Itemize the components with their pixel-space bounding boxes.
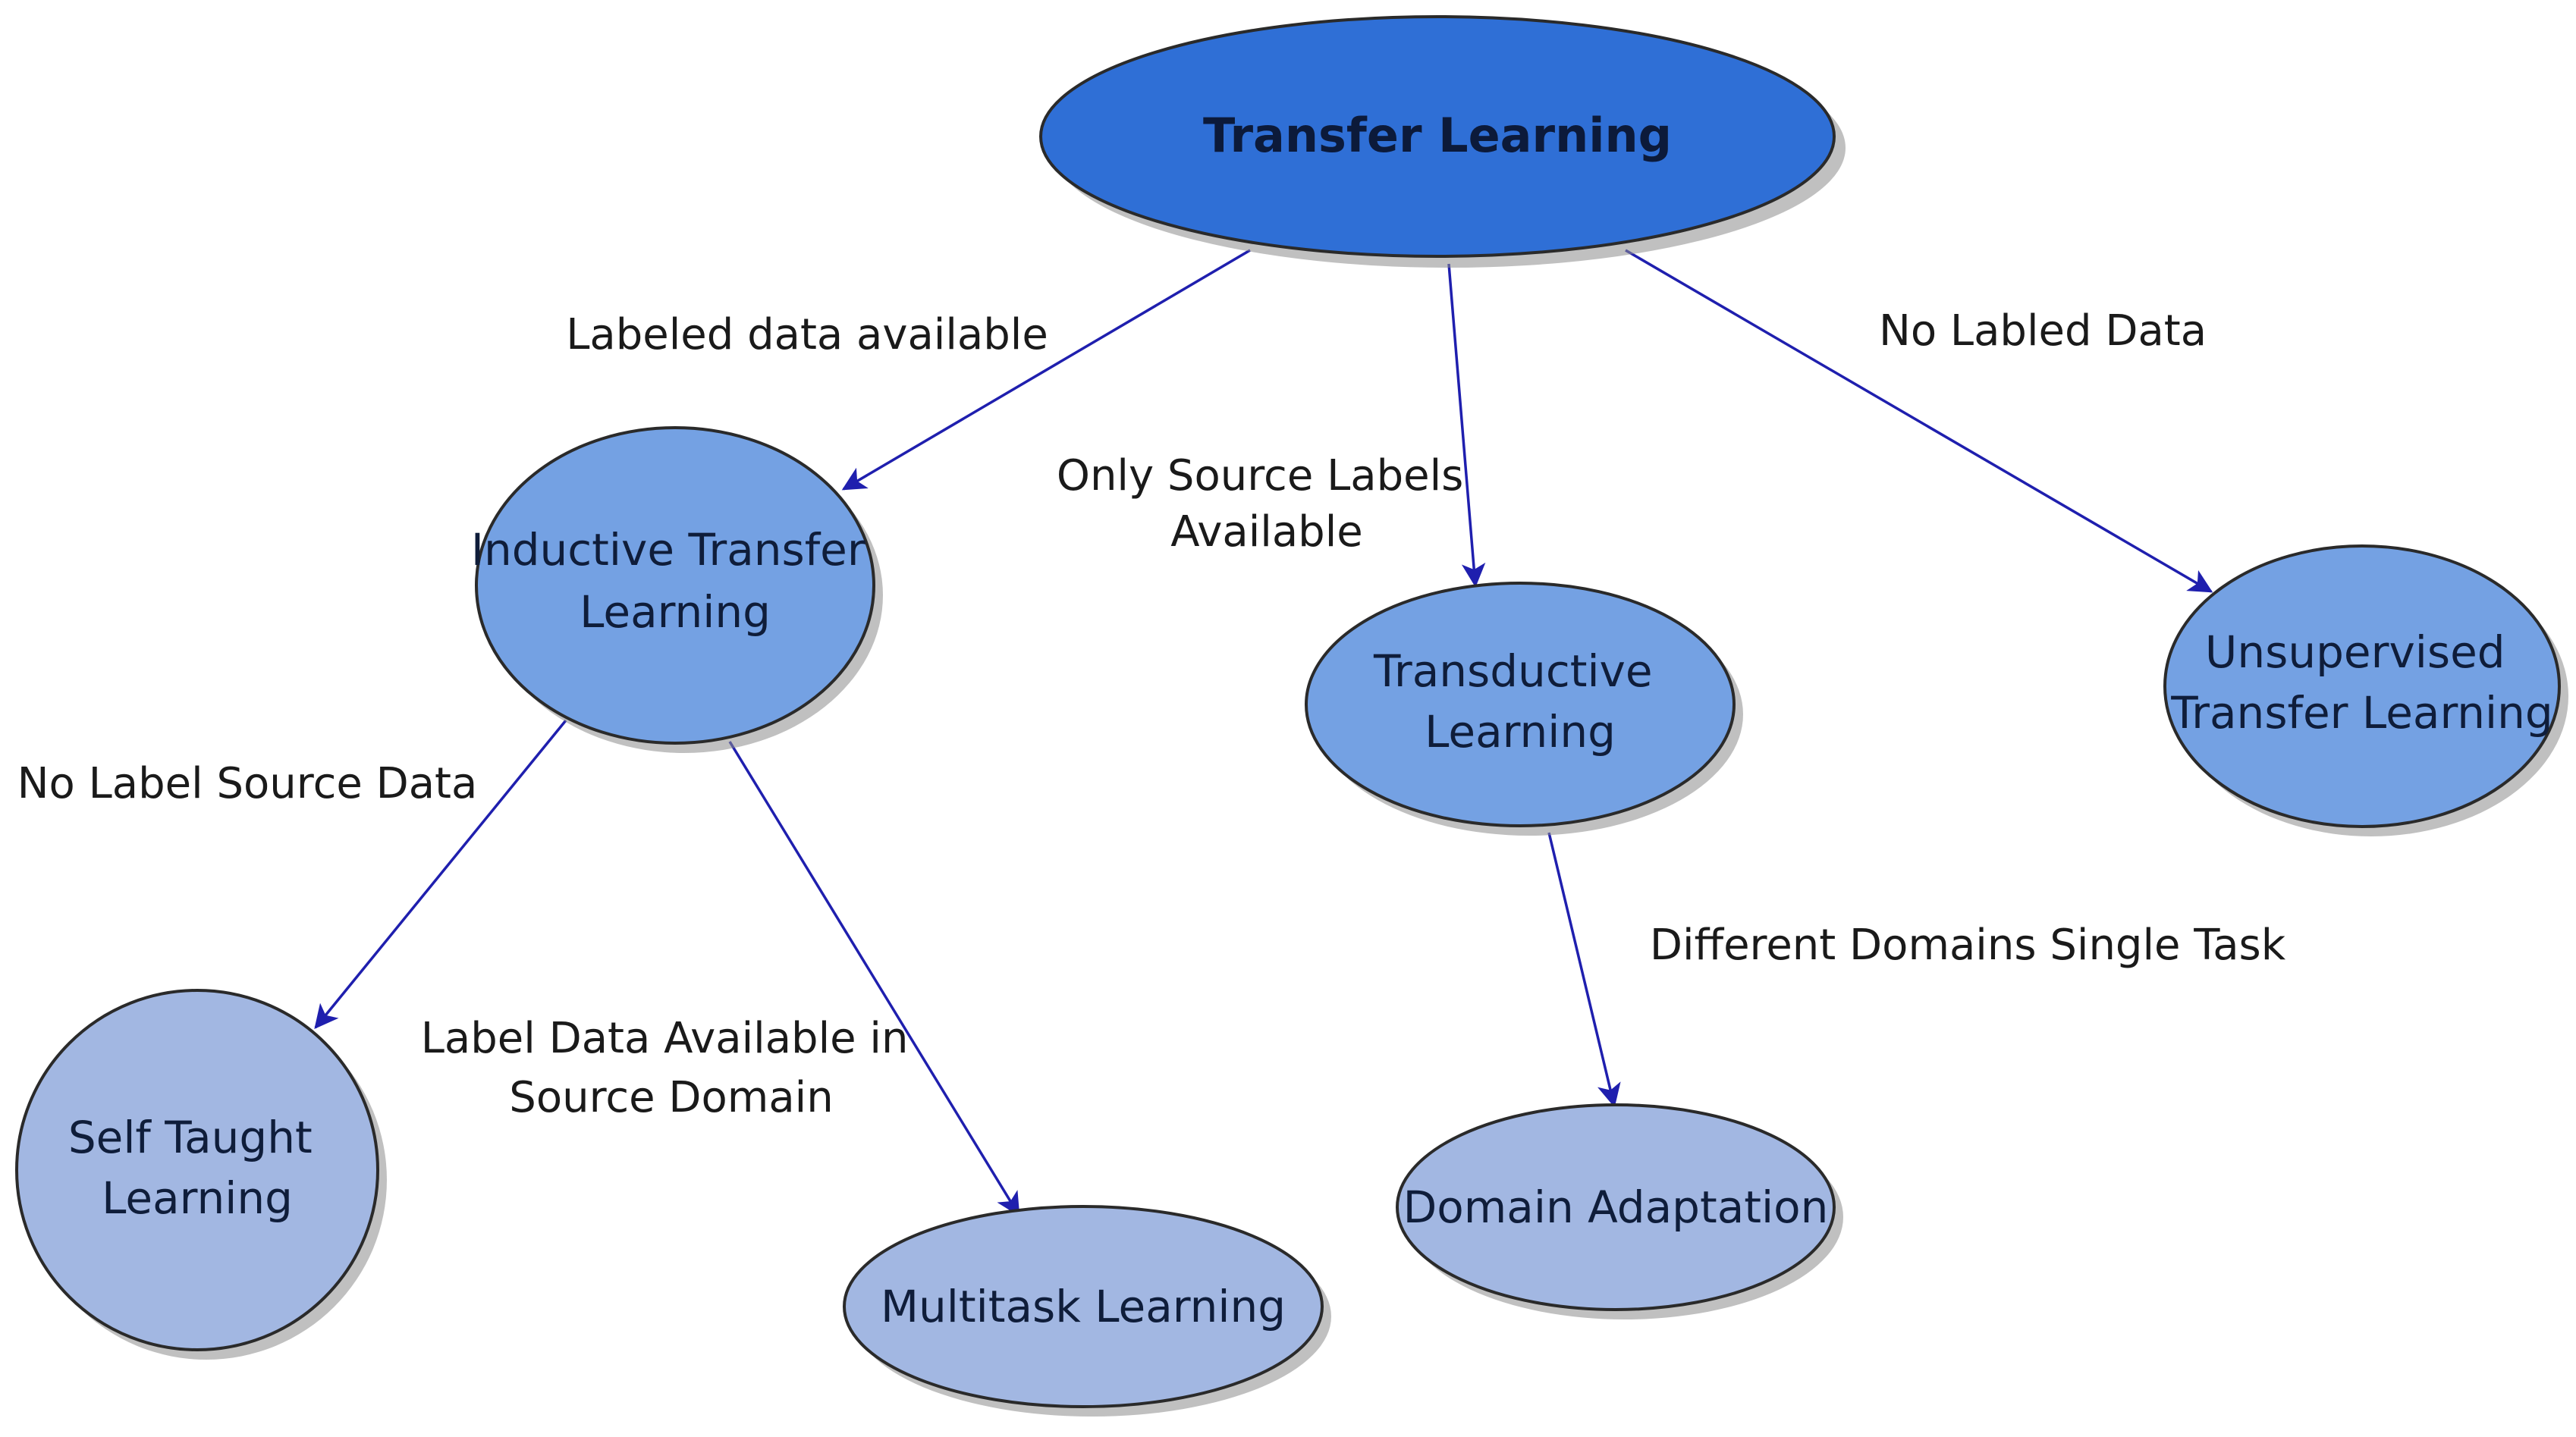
edge-label-no-labled-data: No Labled Data <box>1879 306 2207 356</box>
node-self-taught-label: Self Taught Learning <box>68 1112 326 1224</box>
node-transfer-learning: Transfer Learning <box>1039 15 1846 268</box>
node-self-taught-label-line-2: Learning <box>102 1172 293 1224</box>
node-transductive-learning: Transductive Learning <box>1305 582 1743 836</box>
node-multitask-learning: Multitask Learning <box>843 1205 1331 1417</box>
node-inductive-label-line-1: Inductive Transfer <box>471 524 865 576</box>
node-transductive-label-line-1: Transductive <box>1373 645 1653 697</box>
node-unsupervised-transfer-learning: Unsupervised Transfer Learning <box>2163 544 2568 836</box>
node-self-taught-label-line-1: Self Taught <box>68 1112 313 1163</box>
node-multitask-ellipse <box>843 1205 1324 1408</box>
edge-root-to-inductive <box>841 249 1251 491</box>
node-transductive-label-line-2: Learning <box>1425 706 1616 758</box>
node-unsupervised-label-line-2: Transfer Learning <box>2170 687 2552 739</box>
node-inductive-label-line-2: Learning <box>580 586 771 638</box>
node-unsupervised-ellipse <box>2163 544 2561 828</box>
edge-label-label-data-available: Label Data Available in Source Domain <box>421 1014 922 1122</box>
node-multitask-label: Multitask Learning <box>881 1281 1286 1332</box>
edge-inductive-to-self-taught <box>314 719 567 1030</box>
node-transfer-learning-ellipse <box>1039 15 1836 258</box>
node-domain-adaptation-label: Domain Adaptation <box>1403 1181 1829 1233</box>
node-domain-adaptation: Domain Adaptation <box>1396 1103 1843 1319</box>
node-self-taught-learning: Self Taught Learning <box>15 989 387 1360</box>
node-transductive-ellipse <box>1305 582 1736 827</box>
node-unsupervised-label-line-1: Unsupervised <box>2205 626 2505 678</box>
edge-label-different-domains-single-task: Different Domains Single Task <box>1650 921 2286 970</box>
node-inductive-ellipse <box>475 426 875 745</box>
node-transfer-learning-label: Transfer Learning <box>1203 108 1672 163</box>
edges <box>314 249 2213 1217</box>
node-inductive-transfer-learning: Inductive Transfer Learning <box>471 426 883 753</box>
node-unsupervised-label: Unsupervised Transfer Learning <box>2170 626 2552 739</box>
edge-root-to-transductive <box>1447 263 1486 588</box>
edge-transductive-to-domain-adaptation <box>1547 832 1621 1108</box>
edge-inductive-to-multitask <box>728 741 1020 1217</box>
edge-label-only-source-labels-line-2: Available <box>1170 507 1362 557</box>
edge-label-labeled-data-available: Labeled data available <box>566 310 1048 359</box>
node-domain-adaptation-ellipse <box>1396 1103 1836 1311</box>
edge-label-label-data-available-line-1: Label Data Available in <box>421 1014 909 1063</box>
edge-label-only-source-labels-line-1: Only Source Labels <box>1057 451 1463 500</box>
node-transductive-label: Transductive Learning <box>1373 645 1667 758</box>
edge-labels: Labeled data available Only Source Label… <box>17 306 2286 1122</box>
edge-label-label-data-available-line-2: Source Domain <box>509 1073 833 1122</box>
node-self-taught-ellipse <box>15 989 379 1351</box>
edge-root-to-unsupervised <box>1625 249 2213 593</box>
edge-label-no-label-source-data: No Label Source Data <box>17 759 478 808</box>
edge-label-only-source-labels: Only Source Labels Available <box>1057 451 1477 557</box>
node-inductive-label: Inductive Transfer Learning <box>471 524 879 638</box>
